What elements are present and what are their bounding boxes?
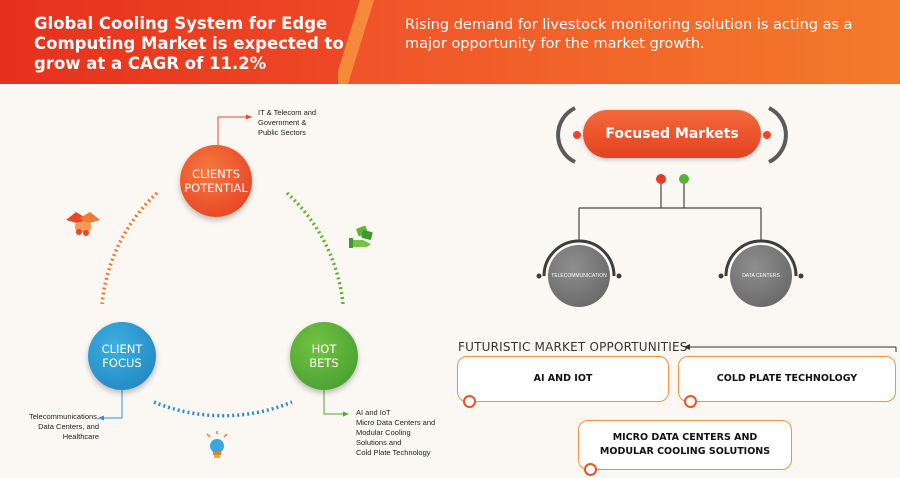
clients-potential-circle: CLIENTS POTENTIAL bbox=[180, 145, 252, 217]
hot-bets-note: AI and IoT Micro Data Centers and Modula… bbox=[356, 408, 466, 458]
hot-note-line: Micro Data Centers and bbox=[356, 418, 436, 427]
hot-bets-line2: BETS bbox=[309, 356, 339, 370]
header-banner: Global Cooling System for Edge Computing… bbox=[0, 0, 900, 84]
clients-potential-line2: POTENTIAL bbox=[184, 181, 248, 195]
hot-note-line: AI and IoT bbox=[356, 408, 391, 417]
header-divider bbox=[338, 0, 374, 84]
header-title-panel bbox=[0, 0, 368, 84]
hot-bets-line1: HOT bbox=[311, 342, 337, 356]
box-knob bbox=[463, 395, 476, 408]
box-knob bbox=[584, 463, 597, 476]
page-title: Global Cooling System for Edge Computing… bbox=[34, 14, 344, 73]
opportunity-label-line2: MODULAR COOLING SOLUTIONS bbox=[599, 446, 771, 457]
clients-note-line: Government & bbox=[258, 118, 307, 127]
opportunities-title: FUTURISTIC MARKET OPPORTUNITIES bbox=[458, 340, 688, 354]
focus-note-line: Healthcare bbox=[62, 432, 99, 441]
opportunity-label-line1: MICRO DATA CENTERS AND bbox=[612, 432, 758, 443]
clients-note-line: Public Sectors bbox=[258, 128, 306, 137]
opportunity-cold-plate: COLD PLATE TECHNOLOGY bbox=[678, 356, 896, 408]
data-centers-circle: DATA CENTERS bbox=[730, 245, 792, 307]
opportunity-micro-dc: MICRO DATA CENTERS AND MODULAR COOLING S… bbox=[578, 420, 792, 476]
green-dot bbox=[679, 174, 689, 184]
handshake-icon bbox=[66, 212, 100, 236]
clients-note: IT & Telecom and Government & Public Sec… bbox=[258, 108, 358, 138]
arc-blue bbox=[153, 400, 293, 418]
clients-potential-line1: CLIENTS bbox=[191, 167, 241, 181]
client-focus-line2: FOCUS bbox=[102, 356, 142, 370]
money-hand-icon bbox=[349, 225, 373, 248]
focus-note-line: Data Centers, and bbox=[38, 422, 99, 431]
opportunity-ai-iot: AI AND IOT bbox=[457, 356, 669, 408]
red-dot bbox=[656, 174, 666, 184]
hot-bets-circle: HOT BETS bbox=[290, 322, 358, 390]
telecommunication-circle: TELECOMMUNICATION bbox=[548, 245, 610, 307]
lightbulb-icon bbox=[206, 431, 228, 458]
client-focus-line1: CLIENT bbox=[101, 342, 143, 356]
arc-orange bbox=[100, 191, 159, 305]
opportunity-label: COLD PLATE TECHNOLOGY bbox=[716, 373, 858, 384]
clients-note-line: IT & Telecom and bbox=[258, 108, 317, 117]
box-knob bbox=[684, 395, 697, 408]
hot-note-line: Solutions and bbox=[356, 438, 402, 447]
focused-markets-pill: Focused Markets bbox=[583, 110, 761, 158]
focus-note-line: Telecommunications, bbox=[28, 412, 99, 421]
hot-note-line: Cold Plate Technology bbox=[356, 448, 431, 457]
arc-green bbox=[285, 191, 345, 305]
focus-note: Telecommunications, Data Centers, and He… bbox=[4, 412, 99, 442]
client-focus-circle: CLIENT FOCUS bbox=[88, 322, 156, 390]
hot-note-line: Modular Cooling bbox=[356, 428, 411, 437]
header-tagline: Rising demand for livestock monitoring s… bbox=[405, 17, 853, 52]
opportunity-label: AI AND IOT bbox=[533, 373, 593, 384]
